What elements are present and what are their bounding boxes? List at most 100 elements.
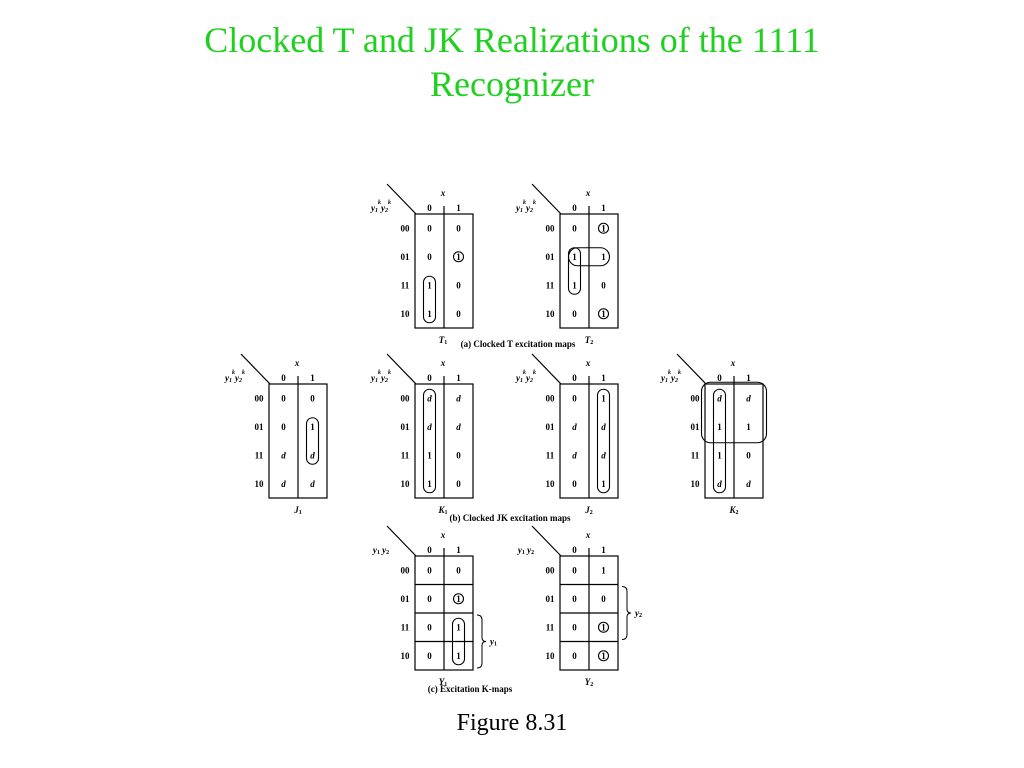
kmap-cell: 1: [601, 651, 606, 661]
kmap-cell: 0: [601, 594, 606, 604]
kmap-loop: [597, 650, 610, 662]
column-label: 1: [456, 203, 461, 213]
kmap-corner-diagonal: [531, 183, 562, 215]
brace-label: y1: [489, 637, 497, 648]
kmap-cell: 0: [572, 309, 577, 319]
row-label: 11: [546, 622, 555, 632]
kmap-corner-diagonal: [386, 353, 417, 385]
kmap-name-label: T2: [585, 335, 594, 346]
row-label: 01: [401, 252, 411, 262]
kmap-cell: d: [281, 479, 286, 489]
kmap-cell: 0: [572, 223, 577, 233]
kmap-loop: [700, 381, 768, 444]
column-variable-label: x: [585, 530, 591, 540]
kmap-cell: d: [281, 450, 286, 460]
row-label: 01: [546, 252, 556, 262]
kmap-loop: [422, 275, 437, 324]
kmap-cell: 0: [572, 479, 577, 489]
row-variable-label: y1ky2k: [660, 370, 681, 384]
column-label: 0: [281, 373, 286, 383]
kmap-loop: [452, 593, 465, 605]
kmap-loop: [422, 388, 437, 494]
kmap-cell: 0: [572, 393, 577, 403]
kmap-cell: d: [601, 422, 606, 432]
kmap-name-label: J1: [293, 505, 302, 516]
kmap-loop: [597, 222, 610, 234]
kmap-cell: d: [427, 422, 432, 432]
column-label: 0: [427, 545, 432, 555]
row-label: 10: [691, 479, 701, 489]
row-label: 10: [546, 309, 556, 319]
row-label: 00: [401, 565, 411, 575]
row-label: 00: [546, 223, 556, 233]
column-variable-label: x: [440, 530, 446, 540]
row-label: 01: [401, 594, 411, 604]
kmap-loop: [597, 308, 610, 320]
kmap-cell: 1: [572, 252, 577, 262]
kmap-loop: [451, 617, 466, 666]
kmap-cell: 1: [746, 422, 751, 432]
row-variable-label: y1 y2: [372, 545, 389, 556]
kmap-cell: d: [746, 393, 751, 403]
column-label: 0: [572, 203, 577, 213]
kmap-cell: 0: [281, 422, 286, 432]
slide-title-line-1: Clocked T and JK Realizations of the 111…: [204, 20, 820, 60]
kmap-loop: [567, 247, 582, 295]
row-label: 11: [546, 450, 555, 460]
row-label: 01: [255, 422, 265, 432]
section-caption-a: (a) Clocked T excitation maps: [461, 339, 576, 349]
column-label: 1: [601, 203, 606, 213]
column-label: 1: [601, 373, 606, 383]
row-label: 00: [546, 565, 556, 575]
column-label: 0: [427, 203, 432, 213]
column-variable-label: x: [440, 358, 446, 368]
kmap-cell: 0: [572, 622, 577, 632]
row-variable-label: y1ky2k: [370, 370, 391, 384]
kmap-cell: 1: [717, 450, 722, 460]
kmap-name-label: Y2: [585, 677, 594, 688]
kmap-cell: 1: [601, 252, 606, 262]
row-label: 00: [401, 393, 411, 403]
kmap-cell: 1: [601, 309, 606, 319]
column-label: 0: [572, 545, 577, 555]
kmap-cell: 1: [456, 252, 461, 262]
row-label: 00: [401, 223, 411, 233]
kmap-corner-diagonal: [240, 353, 271, 385]
kmap-cell: d: [572, 450, 577, 460]
row-label: 01: [691, 422, 701, 432]
row-label: 00: [255, 393, 265, 403]
kmap-cell: 0: [601, 280, 606, 290]
kmap-cell: 0: [281, 393, 286, 403]
column-variable-label: x: [585, 188, 591, 198]
kmap-cell: 1: [427, 479, 432, 489]
row-label: 11: [691, 450, 700, 460]
kmap-corner-diagonal: [531, 353, 562, 385]
kmap-cell: 0: [310, 393, 315, 403]
kmap-cell: 0: [746, 450, 751, 460]
kmap-name-label: K1: [437, 505, 447, 516]
kmap-cell: 1: [456, 594, 461, 604]
brace-label: y2: [634, 608, 642, 619]
kmap-cell: 0: [572, 565, 577, 575]
kmap-cell: 0: [427, 223, 432, 233]
kmap-cell: 1: [717, 422, 722, 432]
row-variable-label: y1ky2k: [370, 200, 391, 214]
row-label: 01: [546, 422, 556, 432]
kmap-cell: d: [717, 479, 722, 489]
kmap-cell: d: [572, 422, 577, 432]
kmap-cell: 0: [456, 309, 461, 319]
row-label: 10: [546, 651, 556, 661]
kmap-cell: d: [456, 393, 461, 403]
kmap-cell: 0: [456, 565, 461, 575]
kmap-brace: [476, 614, 487, 669]
kmap-cell: 1: [601, 479, 606, 489]
column-label: 0: [717, 373, 722, 383]
kmap-cell: d: [310, 450, 315, 460]
kmap-cell: 1: [456, 651, 461, 661]
